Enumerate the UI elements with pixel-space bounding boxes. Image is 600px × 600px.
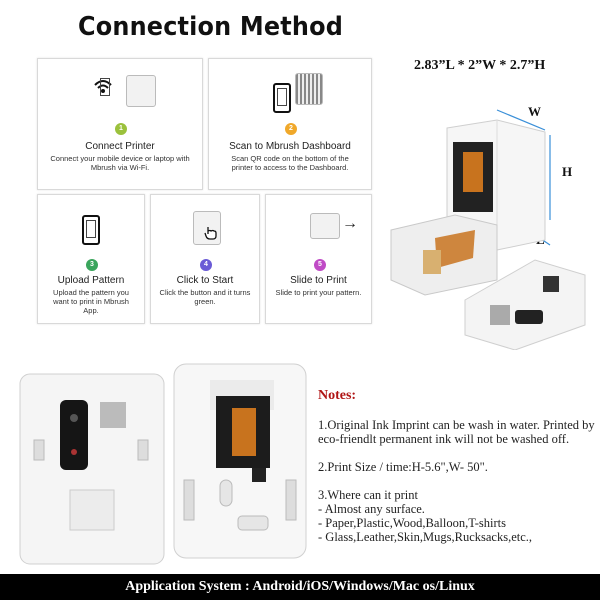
step-card-connect-printer: 1 Connect Printer Connect your mobile de… bbox=[37, 58, 203, 190]
notes-body: 1.Original Ink Imprint can be wash in wa… bbox=[318, 418, 596, 544]
notes-title: Notes: bbox=[318, 388, 357, 403]
phone-icon bbox=[96, 73, 114, 103]
step-badge: 3 bbox=[86, 259, 98, 271]
note-3-item: - Paper,Plastic,Wood,Balloon,T-shirts bbox=[318, 516, 506, 530]
step-badge: 4 bbox=[200, 259, 212, 271]
dimensions-label: 2.83”L * 2”W * 2.7”H bbox=[414, 58, 546, 73]
printer-bottom-view-image bbox=[19, 373, 165, 565]
step-card-slide-print: → 5 Slide to Print Slide to print your p… bbox=[265, 194, 372, 324]
step-description: Upload the pattern you want to print in … bbox=[53, 288, 129, 315]
step-title: Scan to Mbrush Dashboard bbox=[229, 141, 351, 152]
footer-banner: Application System : Android/iOS/Windows… bbox=[0, 574, 600, 600]
step-badge: 2 bbox=[285, 123, 297, 135]
step-title: Connect Printer bbox=[85, 141, 155, 152]
printer-icon bbox=[126, 75, 156, 107]
printer-icon bbox=[193, 211, 221, 245]
qr-code-icon bbox=[295, 73, 323, 105]
step-description: Slide to print your pattern. bbox=[275, 288, 362, 297]
printer-icon bbox=[310, 213, 340, 239]
width-label: W bbox=[528, 104, 541, 119]
arrow-right-icon: → bbox=[342, 215, 358, 232]
step-badge: 5 bbox=[314, 259, 326, 271]
note-3-title: 3.Where can it print bbox=[318, 488, 418, 502]
step-badge: 1 bbox=[115, 123, 127, 135]
note-2: 2.Print Size / time:H-5.6",W- 50". bbox=[318, 460, 488, 474]
hand-pointer-icon bbox=[204, 227, 217, 240]
step-card-click-start: 4 Click to Start Click the button and it… bbox=[150, 194, 260, 324]
step-title: Slide to Print bbox=[290, 275, 347, 286]
note-3-item: - Almost any surface. bbox=[318, 502, 425, 516]
step-card-scan-dashboard: 2 Scan to Mbrush Dashboard Scan QR code … bbox=[208, 58, 372, 190]
step-title: Upload Pattern bbox=[57, 275, 125, 286]
step-description: Click the button and it turns green. bbox=[159, 288, 251, 306]
height-label: H bbox=[562, 164, 573, 179]
phone-icon bbox=[82, 215, 100, 245]
printer-product-image bbox=[390, 109, 586, 350]
step-card-upload-pattern: 3 Upload Pattern Upload the pattern you … bbox=[37, 194, 145, 324]
printer-cartridge-view-image bbox=[173, 363, 307, 559]
note-3-item: - Glass,Leather,Skin,Mugs,Rucksacks,etc.… bbox=[318, 530, 533, 544]
note-1: 1.Original Ink Imprint can be wash in wa… bbox=[318, 418, 595, 446]
step-description: Connect your mobile device or laptop wit… bbox=[50, 154, 190, 172]
phone-icon bbox=[273, 83, 291, 113]
step-title: Click to Start bbox=[176, 275, 234, 286]
page-title: Connection Method bbox=[78, 12, 344, 42]
step-description: Scan QR code on the bottom of the printe… bbox=[231, 154, 349, 172]
